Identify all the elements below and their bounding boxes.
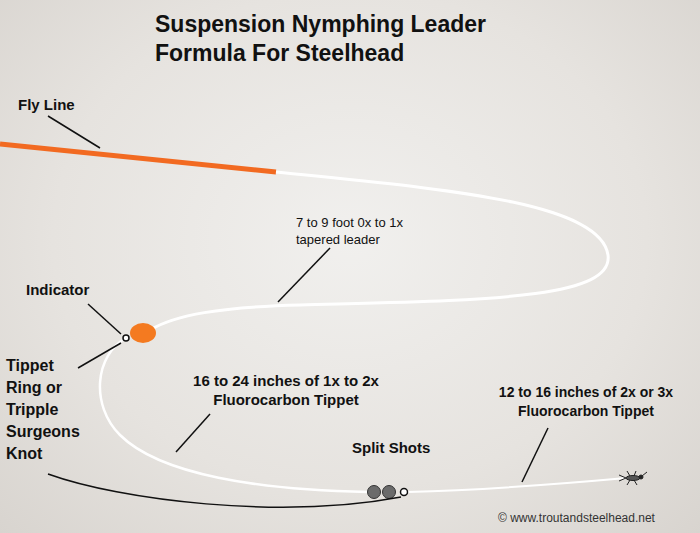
tippet-label: 16 to 24 inches of 1x to 2x Fluorocarbon… xyxy=(160,371,412,409)
knot-label: Tippet Ring or Tripple Surgeons Knot xyxy=(6,355,88,465)
diagram-title: Suspension Nymphing Leader Formula For S… xyxy=(155,10,535,68)
tippet-ring xyxy=(401,489,408,496)
leader-label: 7 to 9 foot 0x to 1x tapered leader xyxy=(296,214,448,248)
tippet-line xyxy=(100,338,368,492)
leader-label-box: 7 to 9 foot 0x to 1x tapered leader xyxy=(296,214,448,248)
line-label-box: Fly Line xyxy=(18,96,108,114)
split-shot xyxy=(368,486,381,499)
split-shot-label-box: Split Shots xyxy=(352,439,452,457)
indicator xyxy=(130,323,156,343)
pointer-lines xyxy=(48,116,548,507)
indicator-label: Indicator xyxy=(26,281,126,299)
leader-line xyxy=(150,172,608,330)
split-shot xyxy=(383,486,396,499)
tippet-label-box: 16 to 24 inches of 1x to 2x Fluorocarbon… xyxy=(160,371,412,409)
knot-label-box: Tippet Ring or Tripple Surgeons Knot xyxy=(6,355,88,465)
tippet-label: 12 to 16 inches of 2x or 3x Fluorocarbon… xyxy=(476,383,696,421)
tippet-label-box: 12 to 16 inches of 2x or 3x Fluorocarbon… xyxy=(476,383,696,421)
watermark: © www.troutandsteelhead.net xyxy=(498,511,694,526)
tippet-ring xyxy=(123,335,129,341)
diagram-title-box: Suspension Nymphing Leader Formula For S… xyxy=(155,10,535,68)
nymph-fly xyxy=(619,471,647,485)
tippet-line xyxy=(408,478,626,492)
watermark-box: © www.troutandsteelhead.net xyxy=(498,511,694,526)
line-label: Fly Line xyxy=(18,96,108,114)
split-shot-label: Split Shots xyxy=(352,439,452,457)
fly-line xyxy=(0,144,276,172)
indicator-label-box: Indicator xyxy=(26,281,126,299)
